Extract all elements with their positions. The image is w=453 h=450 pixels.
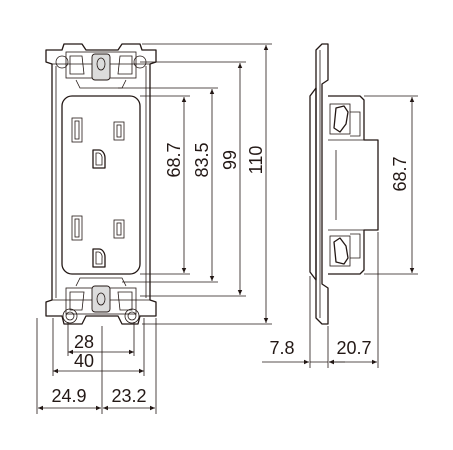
dim-label-99: 99 — [220, 150, 240, 170]
front-extension-lines — [118, 43, 272, 325]
upper-outlet — [71, 117, 125, 169]
dim-label-110: 110 — [246, 146, 266, 175]
ground-hole-icon — [92, 149, 106, 169]
dim-label-28: 28 — [74, 332, 94, 352]
mounting-frame — [45, 43, 157, 325]
upper-clamp — [328, 103, 364, 141]
receptacle-body — [61, 95, 141, 275]
side-body — [328, 95, 379, 275]
front-view: 68.7 83.5 99 110 28 40 24.9 23.2 — [36, 43, 272, 414]
dim-label-23-2: 23.2 — [111, 386, 146, 406]
dim-label-20-7: 20.7 — [336, 338, 371, 358]
top-terminal — [55, 51, 147, 89]
dim-label-24-9: 24.9 — [51, 386, 86, 406]
lower-outlet — [71, 215, 125, 268]
side-view: 68.7 7.8 20.7 — [262, 43, 418, 368]
side-frame-plate — [315, 43, 329, 325]
dim-label-side-68-7: 68.7 — [390, 156, 410, 191]
lower-clamp — [328, 229, 364, 267]
dim-label-83-5: 83.5 — [192, 142, 212, 177]
ground-hole-icon — [92, 248, 106, 268]
bottom-terminal — [62, 277, 140, 324]
dim-label-68-7: 68.7 — [164, 142, 184, 177]
dim-label-40: 40 — [74, 351, 94, 371]
dim-label-7-8: 7.8 — [269, 338, 294, 358]
